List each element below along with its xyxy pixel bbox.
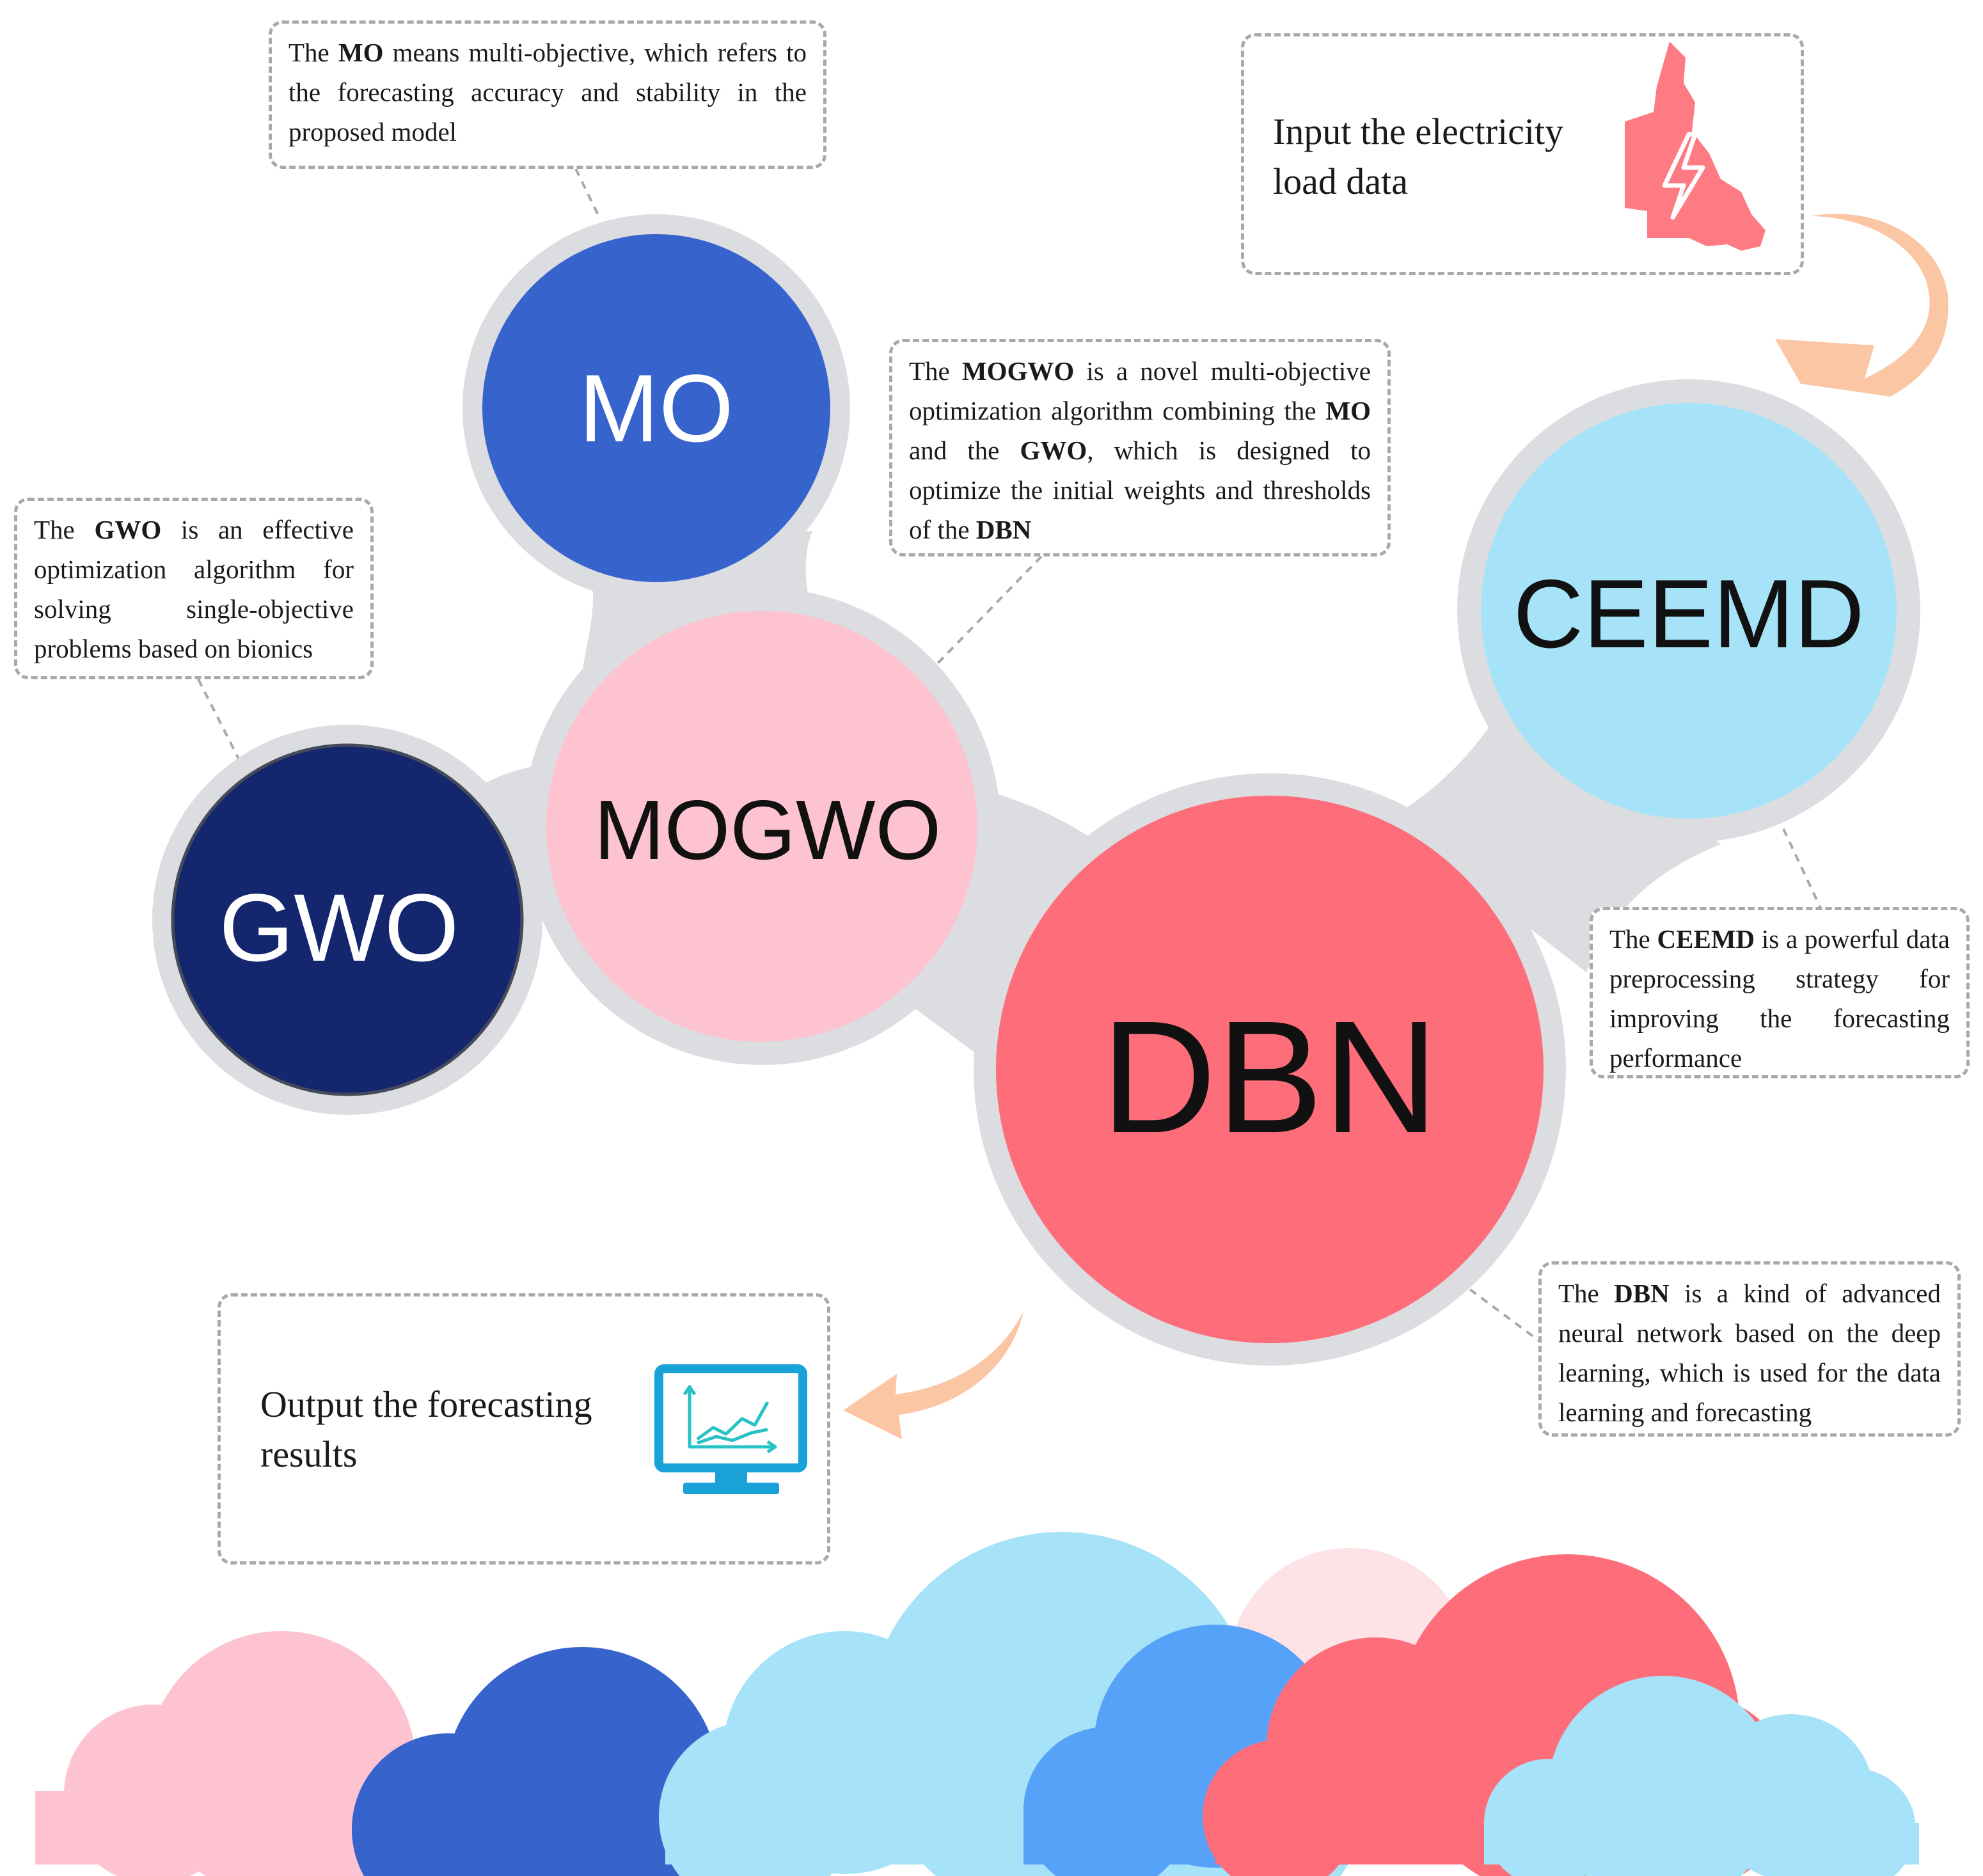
input-text: Input the electricity load data bbox=[1273, 111, 1564, 202]
node-dbn-label: DBN bbox=[1101, 988, 1439, 1166]
leader-ceemd bbox=[1782, 828, 1824, 914]
note-dbn: The DBN is a kind of advanced neural net… bbox=[1538, 1261, 1961, 1437]
note-gwo: The GWO is an effective optimization alg… bbox=[14, 498, 374, 679]
node-gwo-label: GWO bbox=[219, 874, 459, 981]
note-ceemd: The CEEMD is a powerful data preprocessi… bbox=[1590, 907, 1970, 1078]
leader-gwo bbox=[197, 679, 241, 762]
leader-mogwo bbox=[936, 555, 1043, 665]
output-text: Output the forecasting results bbox=[260, 1383, 592, 1475]
cloud-sky-right bbox=[1484, 1676, 1919, 1876]
note-mo: The MO means multi-objective, which refe… bbox=[269, 20, 826, 169]
input-box: Input the electricity load data bbox=[1241, 33, 1804, 275]
node-mogwo bbox=[546, 611, 977, 1042]
node-mogwo-label: MOGWO bbox=[594, 783, 942, 877]
node-gwo bbox=[171, 743, 524, 1096]
node-dbn bbox=[996, 796, 1544, 1343]
map-lightning-icon bbox=[1625, 42, 1766, 251]
node-ceemd bbox=[1481, 403, 1897, 819]
arrow-dbn-to-output bbox=[843, 1311, 1023, 1439]
node-ceemd-label: CEEMD bbox=[1513, 560, 1865, 668]
connector-ceemd-dbn bbox=[1388, 672, 1721, 972]
monitor-chart-icon bbox=[654, 1364, 807, 1494]
node-mo-label: MO bbox=[579, 354, 734, 462]
note-mogwo: The MOGWO is a novel multi-objective opt… bbox=[889, 339, 1391, 556]
leader-mo bbox=[574, 168, 600, 217]
arrow-input-to-ceemd bbox=[1775, 214, 1948, 397]
cloud-group bbox=[35, 1532, 1919, 1876]
output-box: Output the forecasting results bbox=[217, 1293, 830, 1565]
node-mo bbox=[482, 234, 830, 582]
